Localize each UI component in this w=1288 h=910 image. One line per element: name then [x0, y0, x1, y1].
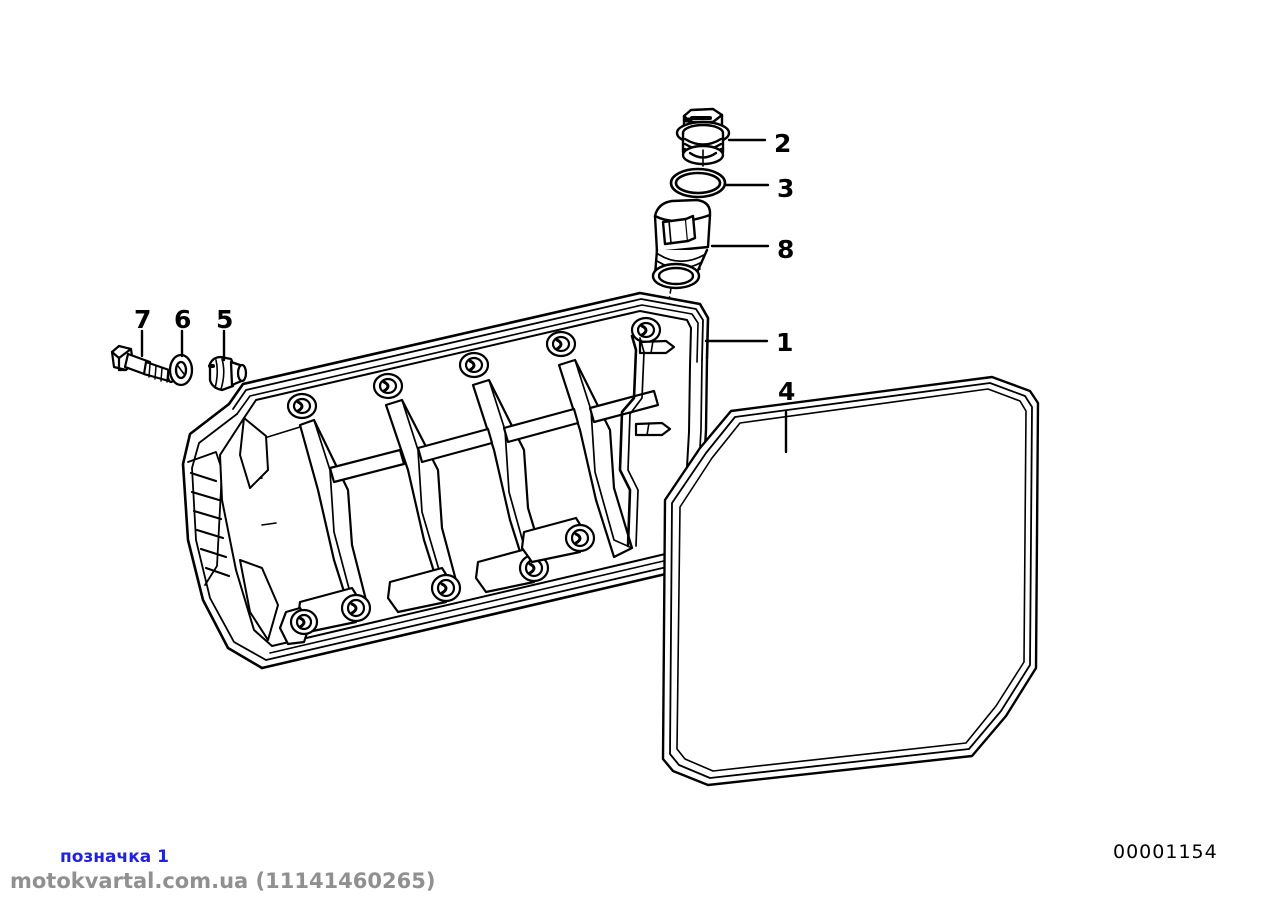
- bolt-boss: [278, 516, 596, 646]
- part-oil-pan: [181, 291, 710, 670]
- annotation-note-label: позначка 1: [60, 847, 169, 867]
- callout-label-8: 8: [777, 235, 795, 264]
- sheet-code: 00001154: [1113, 841, 1218, 863]
- callout-label-5: 5: [216, 305, 234, 334]
- part-sealing-washer: [168, 353, 194, 387]
- callout-label-2: 2: [774, 129, 792, 158]
- part-oil-drain-plug: [675, 107, 731, 167]
- callout-label-7: 7: [134, 305, 152, 334]
- bolt-boss: [286, 316, 662, 420]
- part-oil-pan-gasket: [661, 375, 1040, 787]
- site-watermark: motokvartal.com.ua (11141460265): [10, 869, 436, 893]
- callout-label-1: 1: [776, 328, 794, 357]
- callout-label-6: 6: [174, 305, 192, 334]
- part-drain-plug: [208, 355, 248, 392]
- callout-label-3: 3: [777, 174, 795, 203]
- callout-label-4: 4: [778, 377, 796, 406]
- part-oil-level-sensor: [651, 198, 712, 321]
- part-o-ring-seal: [669, 167, 727, 199]
- callout-leader-lines: [140, 138, 788, 454]
